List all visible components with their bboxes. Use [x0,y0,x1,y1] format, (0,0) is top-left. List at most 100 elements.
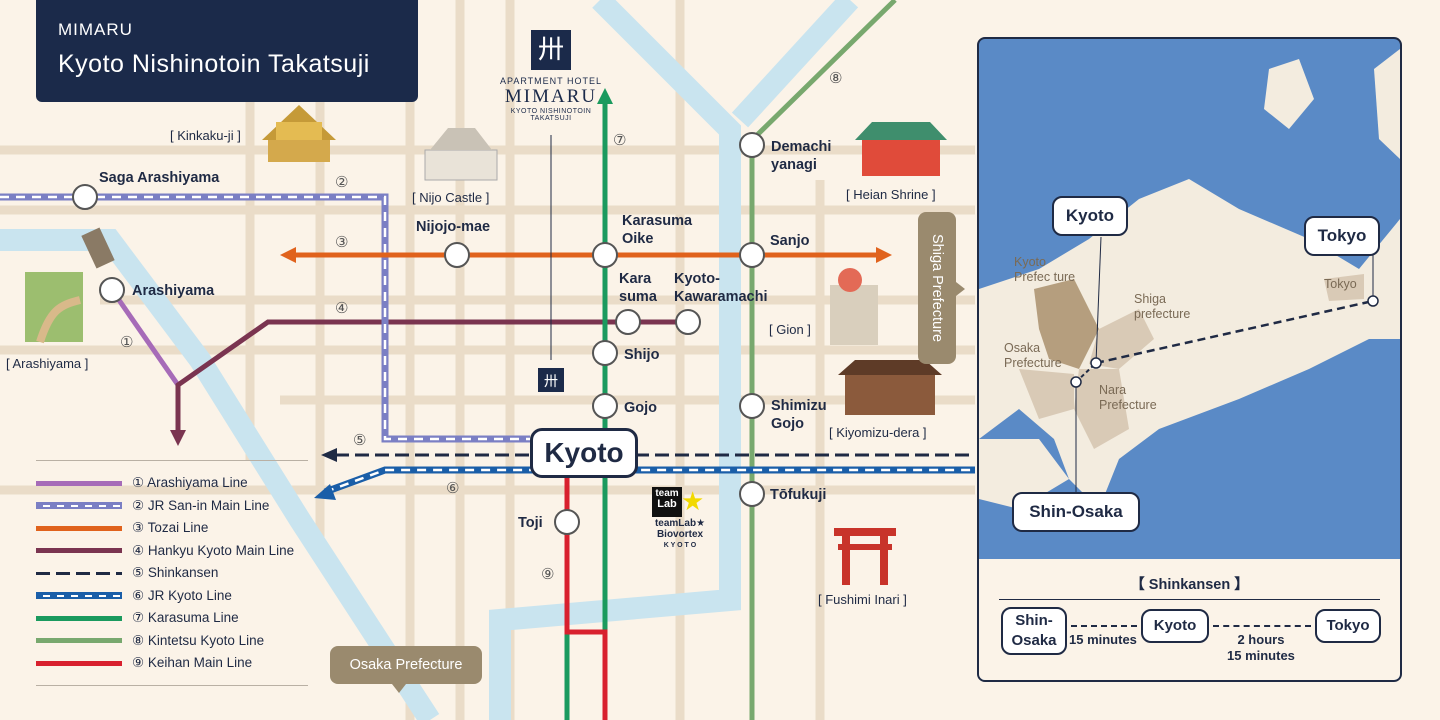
line-number-7: ⑦ [613,132,627,149]
line-hankyu [175,319,688,440]
station-kyoto-main: Kyoto [530,428,638,478]
panel-arrow-1 [1071,625,1137,627]
hotel-logo-line3: KYOTO NISHINOTOIN [510,108,592,115]
sight-heian-shrine: [ Heian Shrine ] [846,187,936,202]
legend-label: ⑧ Kintetsu Kyoto Line [132,632,265,648]
legend-row: ④ Hankyu Kyoto Main Line [36,541,294,561]
station-kyoto-kawaramachi: Kyoto- Kawaramachi [674,270,768,306]
teamlab-line5: K Y O T O [663,542,697,549]
legend-swatch [36,525,122,531]
karasuma-arrow [597,88,613,104]
line-number-8: ⑧ [829,70,843,87]
kinkakuji-icon [262,105,336,162]
station-toji: Toji [518,515,543,531]
inset-osaka-prefecture: Osaka Prefecture [1004,341,1062,371]
station-saga-arashiyama: Saga Arashiyama [99,170,220,186]
panel-shin-osaka-box: Shin- Osaka [1001,607,1067,655]
jr-kyoto-arrow [314,484,336,500]
sight-nijo-castle: [ Nijo Castle ] [412,190,490,205]
sight-fushimi-inari: [ Fushimi Inari ] [818,592,907,607]
title-line2: Kyoto Nishinotoin Takatsuji [58,50,370,78]
shinkansen-title: 【 Shinkansen 】 [1130,577,1249,593]
hotel-title-box: MIMARU Kyoto Nishinotoin Takatsuji [36,0,418,102]
station-demachiyanagi: Demachi yanagi [771,138,831,174]
shinkansen-arrow [321,448,337,462]
panel-arrow-2 [1213,625,1311,627]
panel-time-1: 15 minutes [1069,632,1137,647]
legend-swatch [36,502,122,509]
station-arashiyama: Arashiyama [132,283,215,299]
hotel-logo-line2: MIMARU [504,86,598,107]
legend-swatch [36,548,122,553]
legend-label: ⑦ Karasuma Line [132,610,239,625]
teamlab-line4: Biovortex [656,529,704,540]
station-tofukuji: Tōfukuji [770,487,827,503]
panel-kyoto-box: Kyoto [1141,609,1209,643]
line-number-4: ④ [335,300,349,317]
station-shijo: Shijo [624,347,660,363]
svg-text:卅: 卅 [544,374,558,390]
inset-shiga-l2: prefecture [1134,307,1191,321]
tozai-arrow-right [876,247,892,263]
station-karasuma-l2: suma [619,289,657,305]
legend-row: ③ Tozai Line [36,518,208,538]
rivers [0,0,859,720]
line-number-2: ② [335,174,349,191]
line-number-5: ⑤ [353,432,367,449]
station-demachi-l1: Demachi [771,139,832,155]
inset-kyoto-pref-l2: Prefec ture [1014,270,1076,284]
inset-land [979,49,1400,509]
osaka-prefecture-tag: Osaka Prefecture [330,646,482,684]
hotel-marker [538,368,564,392]
shinkansen-divider [999,599,1380,600]
legend-row: ① Arashiyama Line [36,473,248,493]
line-number-9: ⑨ [541,566,555,583]
panel-shin-osaka-l2: Osaka [1011,632,1057,649]
panel-tokyo-box: Tokyo [1315,609,1381,643]
station-sanjo: Sanjo [770,233,810,249]
station-karasuma: Kara suma [619,270,657,306]
inset-nara-prefecture: Nara Prefecture [1099,383,1157,413]
legend-label: ⑥ JR Kyoto Line [132,587,232,603]
station-nijojo-mae: Nijojo-mae [416,219,491,235]
heian-shrine-icon [855,122,947,176]
panel-time-2-l1: 2 hours [1237,632,1285,647]
inset-nara-l2: Prefecture [1099,398,1157,412]
teamlab-line3: teamLab★ [654,518,706,529]
hotel-logo: 卅 APARTMENT HOTEL MIMARU KYOTO NISHINOTO… [488,30,614,122]
teamlab-line1: team [655,488,679,499]
legend-row: ② JR San-in Main Line [36,496,269,516]
legend-row: ⑦ Karasuma Line [36,608,239,628]
panel-time-2-l2: 15 minutes [1227,648,1295,663]
station-markers [72,132,765,535]
japan-inset-map: Kyoto Tokyo Shin-Osaka Kyoto Prefec ture… [977,37,1402,682]
legend-label: ② JR San-in Main Line [132,497,270,513]
station-karasuma-oike-l2: Oike [622,231,654,247]
sight-gion: [ Gion ] [769,322,811,337]
title-line1: MIMARU [58,20,133,39]
teamlab-logo [652,487,682,517]
station-shimizu-l1: Shimizu [771,398,827,414]
road-grid [0,0,975,720]
teamlab-line2: Lab [657,498,677,510]
inset-kyoto-pref-l1: Kyoto [1014,255,1046,269]
station-gojo: Gojo [624,400,658,416]
teamlab-star-icon: ★ [681,486,705,516]
sight-arashiyama: [ Arashiyama ] [6,356,89,371]
inset-tokyo-small: Tokyo [1324,277,1357,291]
station-karasuma-l1: Kara [619,271,652,287]
inset-shin-osaka-label: Shin-Osaka [1012,492,1140,532]
station-karasuma-oike-l1: Karasuma [622,213,693,229]
legend-swatch [36,615,122,621]
station-kawaramachi-l1: Kyoto- [674,271,720,287]
hankyu-arrow [170,430,186,446]
fushimi-inari-icon [834,528,896,585]
inset-nara-l1: Nara [1099,383,1127,397]
line-number-1: ① [120,334,134,351]
inset-kyoto-prefecture: Kyoto Prefec ture [1014,255,1075,285]
shiga-prefecture-tag: Shiga Prefecture [918,212,956,364]
legend-row: ⑧ Kintetsu Kyoto Line [36,631,264,651]
bridge-icon [81,227,115,269]
sight-kinkakuji: [ Kinkaku-ji ] [170,128,241,143]
